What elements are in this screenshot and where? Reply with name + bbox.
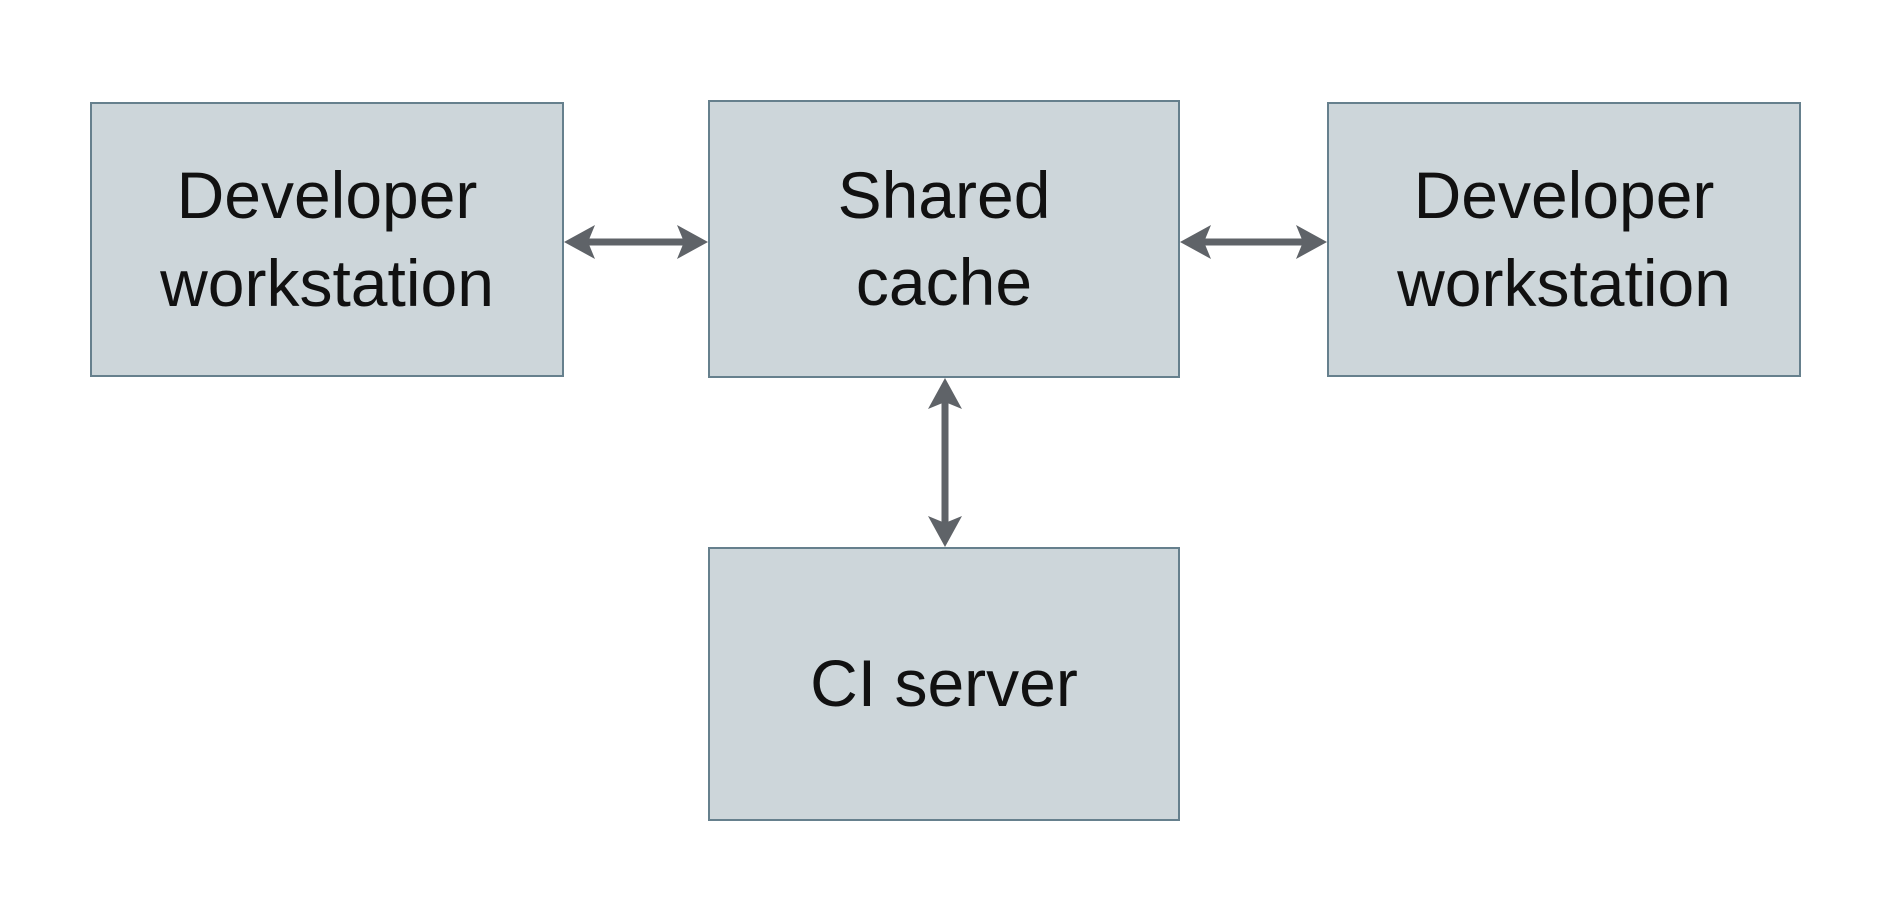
node-ci-server: CI server — [708, 547, 1180, 821]
node-label-ci-server: CI server — [810, 646, 1078, 721]
bidirectional-arrow-icon-shared-cache-to-ci-server — [928, 378, 962, 547]
node-developer-workstation-left: Developer workstation — [90, 102, 564, 377]
node-shared-cache: Shared cache — [708, 100, 1180, 378]
node-label-developer-workstation-right: Developer workstation — [1397, 158, 1731, 320]
node-developer-workstation-right: Developer workstation — [1327, 102, 1801, 377]
bidirectional-arrow-icon-shared-cache-to-right-workstation — [1180, 225, 1327, 259]
bidirectional-arrow-icon-left-workstation-to-shared-cache — [564, 225, 708, 259]
node-label-developer-workstation-left: Developer workstation — [160, 158, 494, 320]
node-label-shared-cache: Shared cache — [837, 157, 1051, 319]
